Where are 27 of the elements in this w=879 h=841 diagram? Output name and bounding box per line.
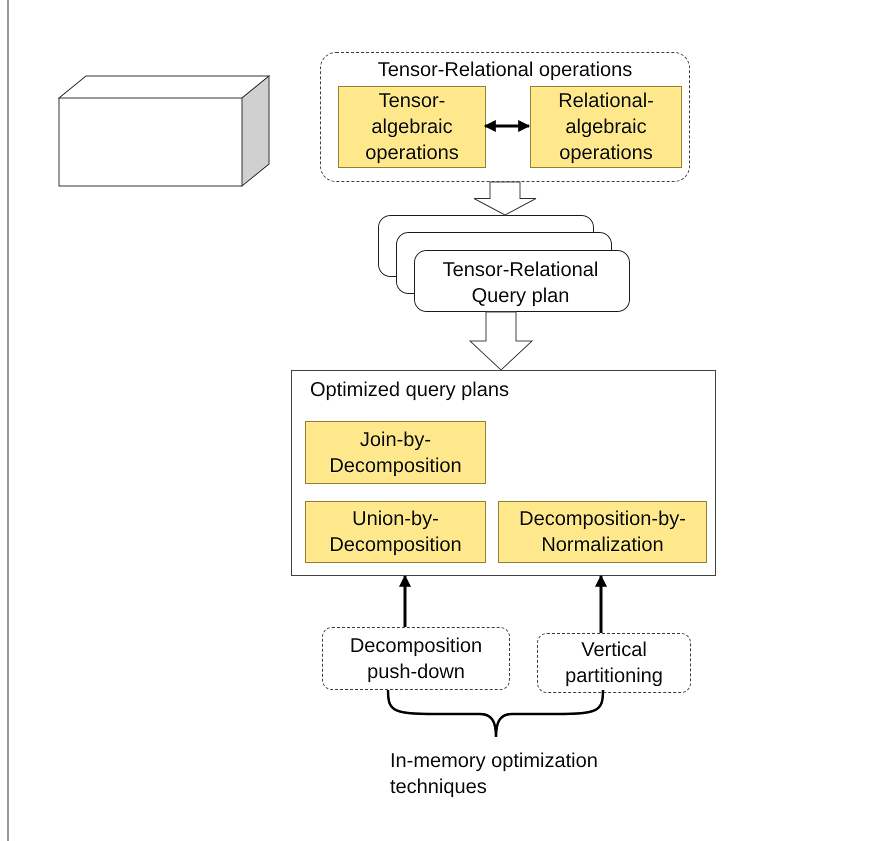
arrow <box>399 574 411 627</box>
technique-box <box>537 633 691 693</box>
group-heading: Tensor-Relational operations <box>376 58 634 83</box>
block-arrow <box>468 312 534 371</box>
operations-group <box>320 52 690 182</box>
operation-box <box>530 86 682 168</box>
operation-box <box>305 501 486 563</box>
double-arrow <box>484 120 530 132</box>
box-label: Decomposition push-down <box>348 634 484 684</box>
plan-label: Tensor-Relational Query plan <box>442 258 600 309</box>
box-label: Decomposition-by-Normalization <box>518 507 687 558</box>
box-label: Union-by-Decomposition <box>328 507 463 558</box>
operation-box <box>498 501 707 563</box>
operation-box <box>305 421 486 484</box>
operation-box <box>338 86 486 168</box>
query-plans-panel <box>291 370 716 576</box>
block-arrow <box>474 182 536 216</box>
query-plan-stack <box>378 215 630 312</box>
box-label: Vertical partitioning <box>564 638 664 689</box>
panel-heading: Optimized query plans <box>310 378 509 403</box>
technique-box <box>322 627 510 690</box>
box-label: Relational-algebraic operations <box>557 89 655 166</box>
box-label: Tensor-algebraic operations <box>364 89 460 166</box>
brace-label: In-memory optimization techniques <box>390 749 599 800</box>
cube-shape <box>58 75 270 187</box>
box-label: Join-by-Decomposition <box>328 428 463 478</box>
arrow <box>595 574 607 633</box>
